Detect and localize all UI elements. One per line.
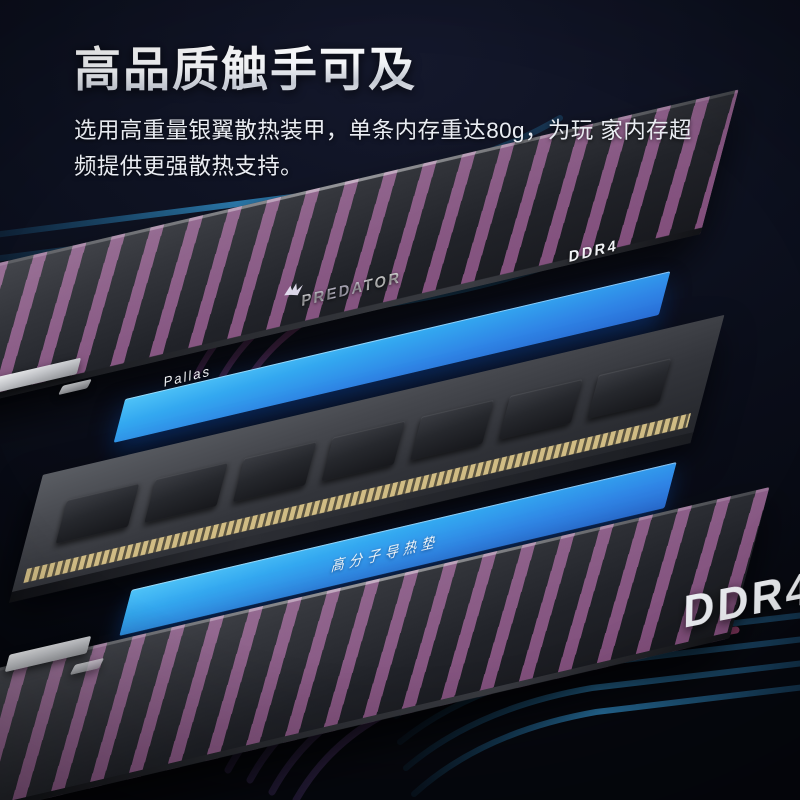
subtitle-text: 选用高重量银翼散热装甲，单条内存重达80g，为玩 家内存超频提供更强散热支持。 (74, 113, 694, 186)
memory-chip (410, 399, 494, 461)
page-title: 高品质触手可及 (74, 43, 734, 97)
memory-chip (321, 420, 406, 482)
memory-chip (144, 462, 228, 523)
memory-chip (232, 441, 317, 503)
header-block: 高品质触手可及 选用高重量银翼散热装甲，单条内存重达80g，为玩 家内存超频提供… (74, 43, 734, 186)
memory-chip (587, 358, 671, 419)
subtitle-line-1: 选用高重量银翼散热装甲，单条内存重达80g，为玩 (74, 117, 594, 143)
memory-chip (55, 482, 140, 544)
memory-chip (498, 379, 583, 440)
